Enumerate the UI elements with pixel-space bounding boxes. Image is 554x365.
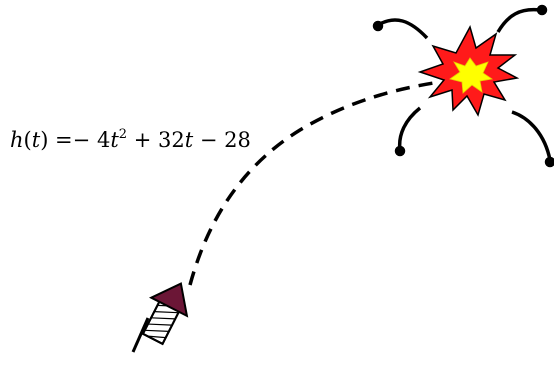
rocket-icon [133,275,199,352]
equation-function: h [10,128,24,152]
equation-coef-a: 4 [97,128,110,152]
equation-exponent: 2 [119,127,127,142]
trajectory-path [190,82,440,285]
equation-term2-var: t [185,128,193,152]
height-equation: h(t) =− 4t2 + 32t − 28 [10,128,251,152]
equation-variable: t [32,128,40,152]
equation-constant: 28 [224,128,251,152]
equation-coef-b: 32 [158,128,185,152]
explosion-icon [375,7,554,166]
equation-term1-var: t [110,128,118,152]
